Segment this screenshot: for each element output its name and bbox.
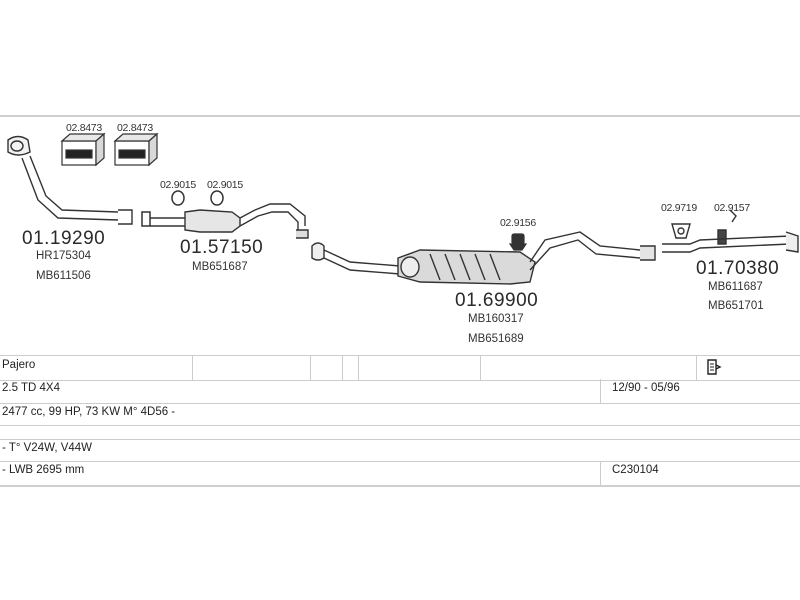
main-silencer-drawing: [311, 231, 656, 285]
table-row: [0, 425, 800, 440]
tail-pipe-drawing: [662, 231, 799, 253]
table-row: 2477 cc, 99 HP, 73 KW M° 4D56 -: [0, 403, 800, 426]
ref-number-3a: MB160317: [468, 313, 524, 325]
model-cell: Pajero: [2, 359, 36, 371]
accessory-label-3: 02.9015: [160, 179, 196, 191]
part-number-1: 01.19290: [22, 228, 106, 249]
column-divider: [342, 356, 343, 380]
table-row: Pajero: [0, 355, 800, 381]
document-icon[interactable]: [706, 359, 722, 376]
accessory-label-4: 02.9015: [207, 179, 243, 191]
front-silencer-drawing: [150, 203, 309, 239]
part-number-4: 01.70380: [696, 258, 780, 279]
accessory-label-5: 02.9156: [500, 217, 536, 229]
top-divider: [0, 115, 800, 117]
front-pipe-drawing: [7, 135, 133, 225]
table-row: - LWB 2695 mm C230104: [0, 461, 800, 487]
ref-number-2a: MB651687: [192, 261, 248, 273]
accessory-label-1: 02.8473: [66, 122, 102, 134]
clamp-kit-drawing-1: [60, 132, 106, 167]
type-cell: - T° V24W, V44W: [2, 442, 93, 454]
accessory-label-7: 02.9157: [714, 202, 750, 214]
accessory-label-2: 02.8473: [117, 122, 153, 134]
column-divider: [600, 379, 601, 403]
column-divider: [480, 356, 481, 380]
table-row: 2.5 TD 4X4 12/90 - 05/96: [0, 379, 800, 404]
column-divider: [358, 356, 359, 380]
engine-cell: 2.5 TD 4X4: [2, 382, 60, 394]
part-number-2: 01.57150: [180, 237, 264, 258]
part-number-3: 01.69900: [455, 290, 539, 311]
ref-number-4b: MB651701: [708, 300, 764, 312]
exhaust-diagram: [7, 132, 799, 285]
column-divider: [310, 356, 311, 380]
years-cell: 12/90 - 05/96: [612, 382, 680, 394]
body-cell: - LWB 2695 mm: [2, 464, 85, 476]
spec-cell: 2477 cc, 99 HP, 73 KW M° 4D56 -: [2, 406, 176, 418]
hanger-drawing: [508, 233, 528, 251]
clamp-kit-drawing-2: [113, 132, 159, 167]
ref-number-4a: MB611687: [708, 281, 763, 293]
table-row: - T° V24W, V44W: [0, 439, 800, 462]
column-divider: [192, 356, 193, 380]
ref-number-3b: MB651689: [468, 333, 524, 345]
ref-number-1a: HR175304: [36, 250, 91, 262]
ref-number-1b: MB611506: [36, 270, 91, 282]
code-cell: C230104: [612, 464, 659, 476]
column-divider: [600, 461, 601, 485]
gasket-drawing: [141, 190, 224, 227]
accessory-label-6: 02.9719: [661, 202, 697, 214]
column-divider: [696, 356, 697, 380]
